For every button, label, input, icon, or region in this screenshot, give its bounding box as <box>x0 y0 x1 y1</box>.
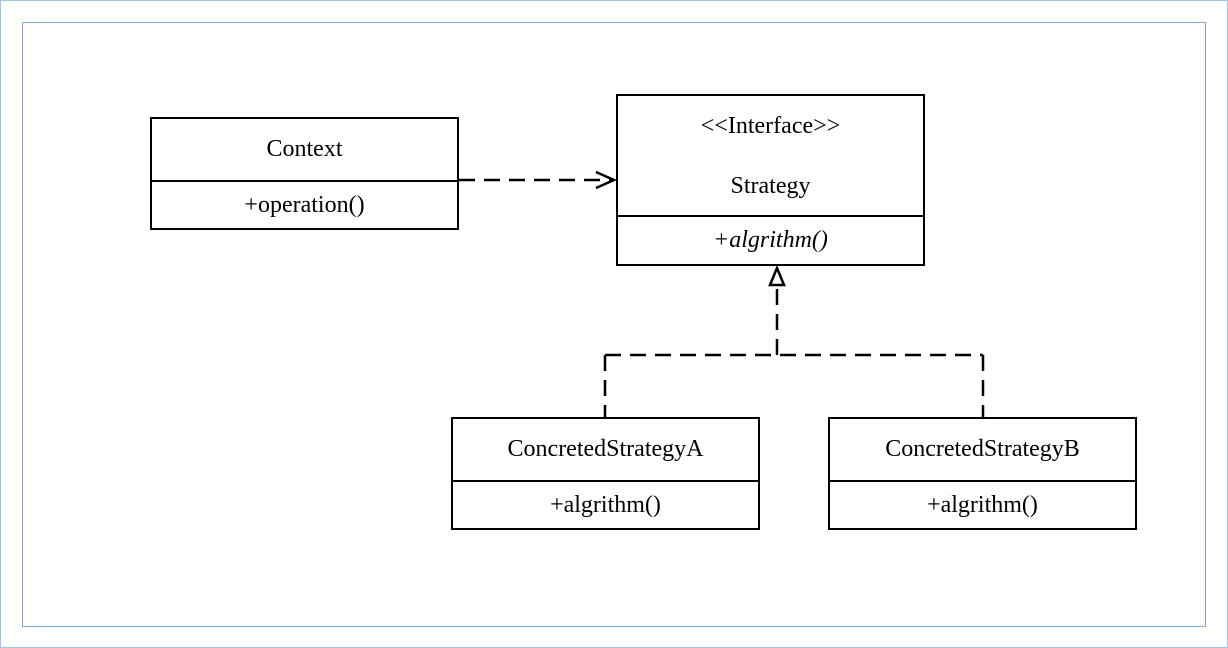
class-concrete-b-name-section: ConcretedStrategyB <box>830 419 1135 480</box>
class-concrete-b-divider <box>830 480 1135 482</box>
class-concreted-strategy-b[interactable]: ConcretedStrategyB +algrithm() <box>828 417 1137 530</box>
interface-strategy-divider <box>618 215 923 217</box>
class-concreted-strategy-a[interactable]: ConcretedStrategyA +algrithm() <box>451 417 760 530</box>
class-concrete-a-name-section: ConcretedStrategyA <box>453 419 758 480</box>
class-concrete-a-divider <box>453 480 758 482</box>
class-context-operation: +operation() <box>244 191 365 218</box>
dependency-arrowhead <box>595 170 618 190</box>
class-concrete-a-ops-section: +algrithm() <box>453 482 758 528</box>
interface-strategy-ops-section: +algrithm() <box>618 217 923 264</box>
class-concrete-b-operation: +algrithm() <box>927 491 1038 518</box>
class-context-ops-section: +operation() <box>152 182 457 228</box>
interface-strategy-name-section: <<Interface>> Strategy <box>618 96 923 215</box>
class-concrete-b-name: ConcretedStrategyB <box>885 436 1080 462</box>
class-concrete-a-operation: +algrithm() <box>550 491 661 518</box>
class-context-name-section: Context <box>152 119 457 180</box>
class-concrete-b-ops-section: +algrithm() <box>830 482 1135 528</box>
class-context[interactable]: Context +operation() <box>150 117 459 230</box>
class-context-name: Context <box>266 136 343 162</box>
diagram-canvas <box>22 22 1206 627</box>
interface-stereotype: <<Interface>> <box>700 113 841 139</box>
interface-strategy[interactable]: <<Interface>> Strategy +algrithm() <box>616 94 925 266</box>
class-context-divider <box>152 180 457 182</box>
class-concrete-a-name: ConcretedStrategyA <box>507 436 704 462</box>
interface-strategy-operation: +algrithm() <box>713 227 828 253</box>
interface-strategy-name: Strategy <box>730 173 811 199</box>
realization-arrowhead <box>768 264 786 287</box>
